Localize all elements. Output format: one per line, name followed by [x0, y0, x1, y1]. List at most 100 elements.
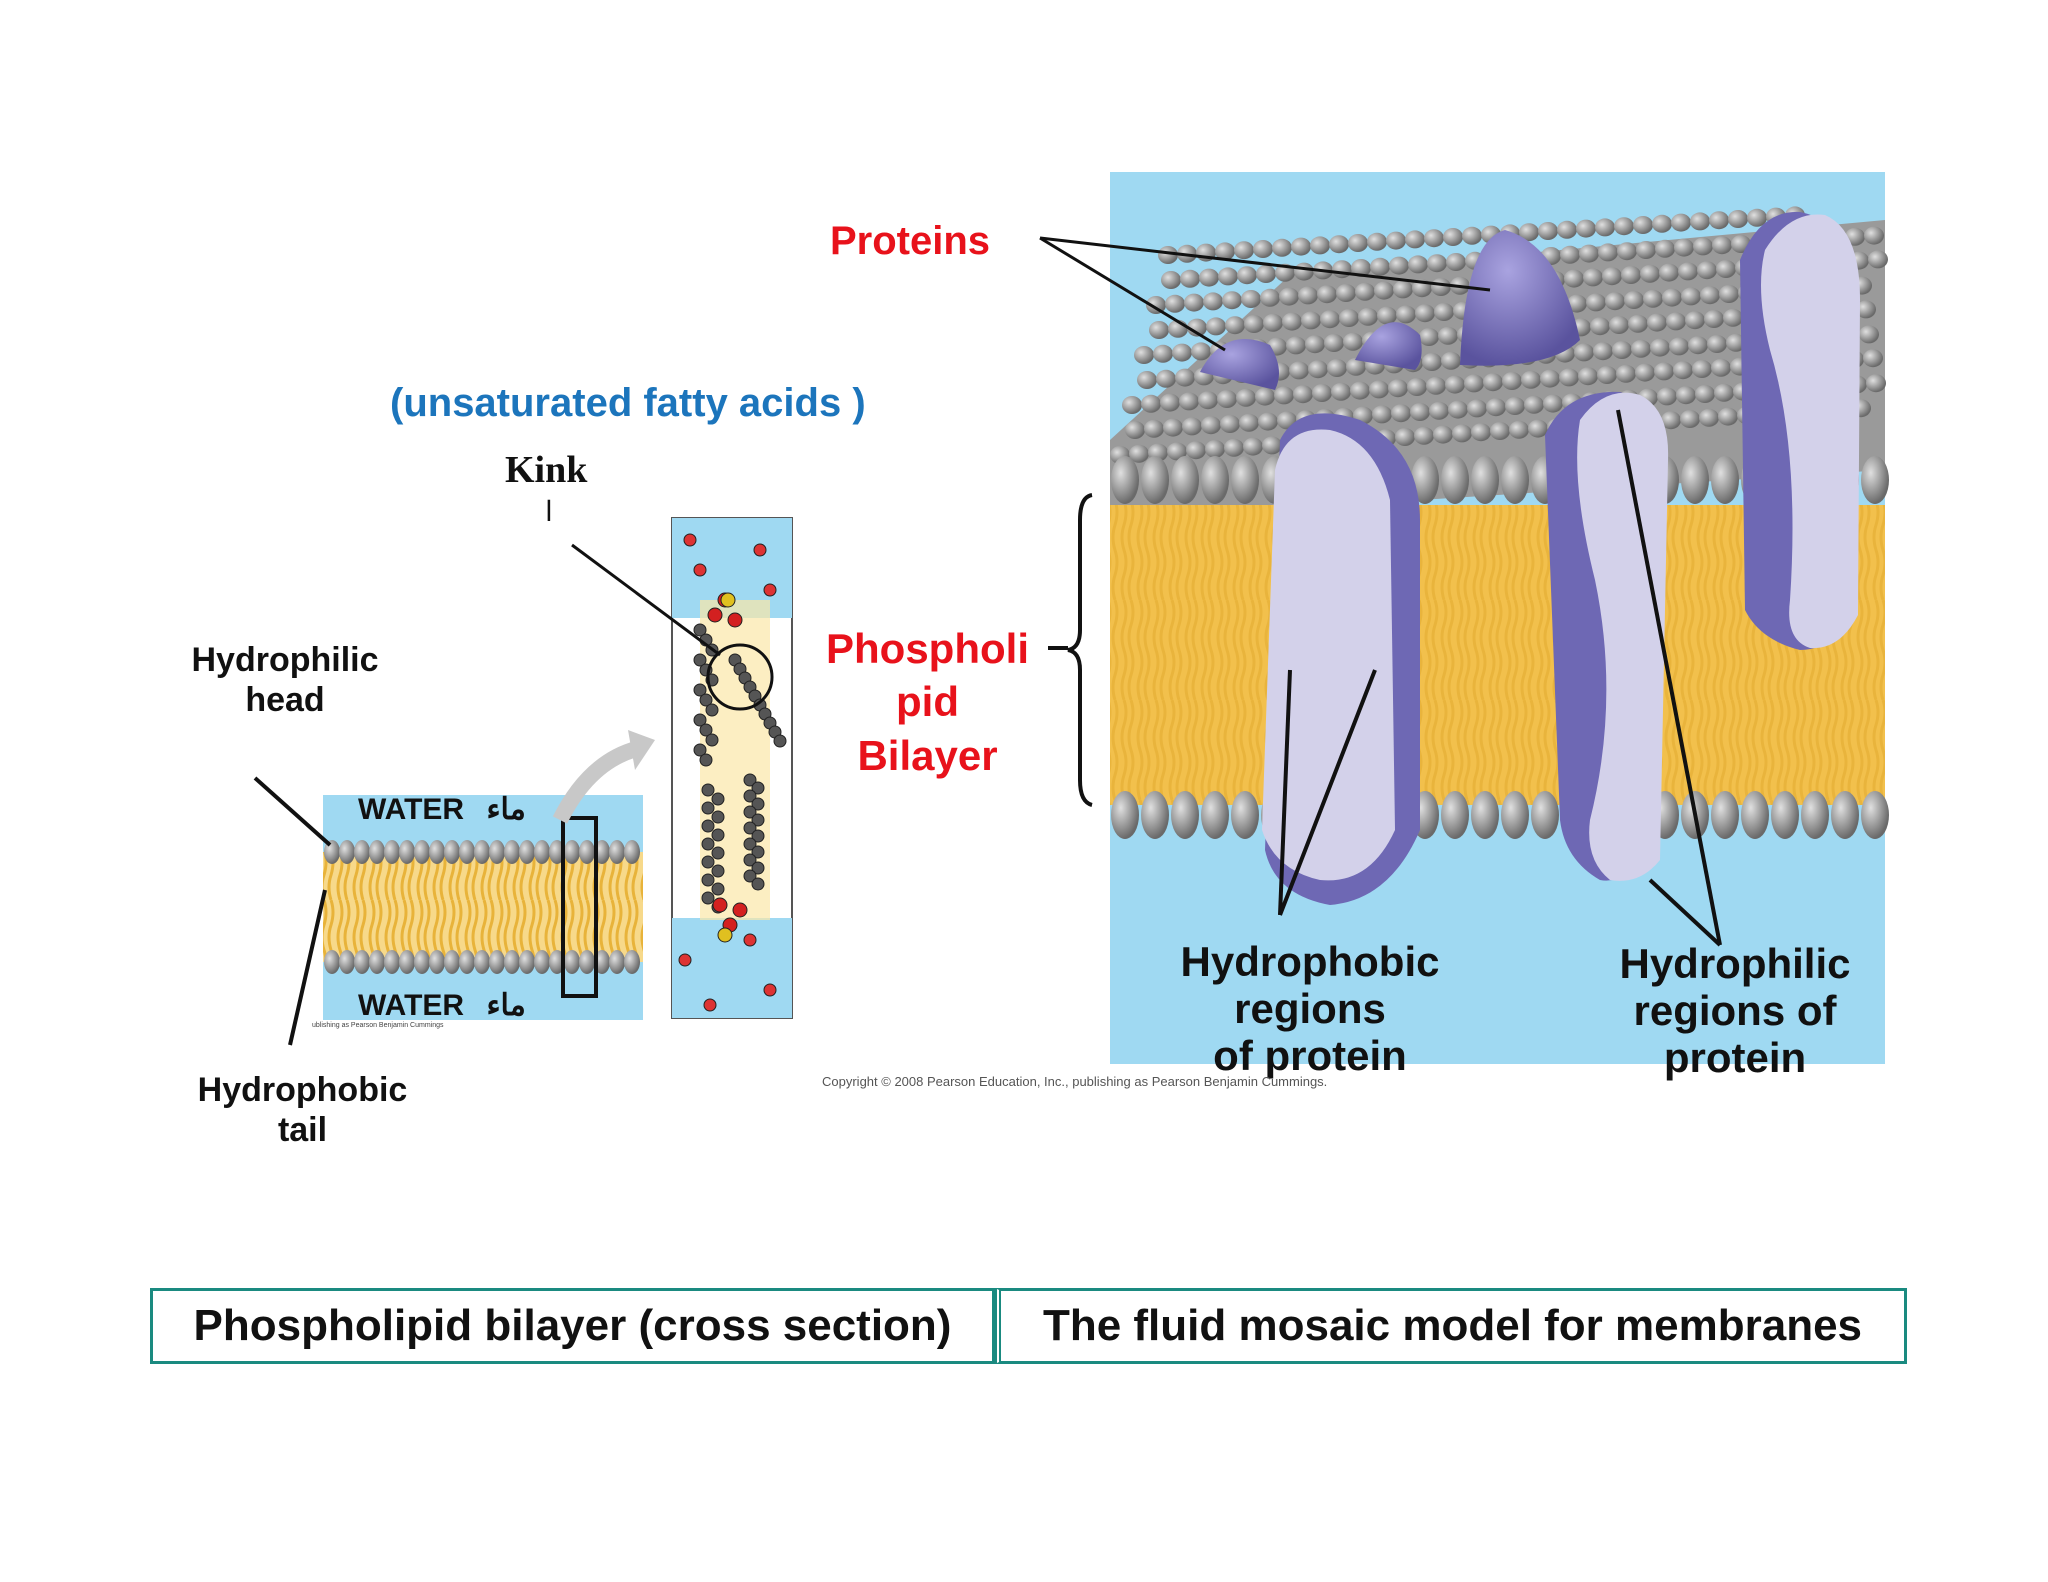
surface-head: [1282, 312, 1302, 331]
surface-head: [1253, 240, 1273, 258]
carbon-atom: [743, 773, 757, 787]
surface-head: [1521, 370, 1541, 389]
front-head: [1201, 456, 1229, 504]
surface-head: [1579, 244, 1599, 263]
hydrophilic-regions-line2: regions of: [1633, 987, 1837, 1035]
hydrophobic-tail-line1: Hydrophobic: [197, 1071, 408, 1109]
surface-head: [1163, 418, 1183, 437]
surface-head: [1182, 417, 1202, 436]
front-head: [1741, 791, 1769, 839]
oxygen-atom: [727, 612, 743, 628]
surface-head: [1370, 257, 1390, 276]
lipid-head: [399, 840, 415, 864]
small-protein-mid: [1355, 322, 1422, 370]
surface-head: [1483, 373, 1503, 392]
surface-head: [1222, 291, 1242, 310]
water-molecule: [693, 563, 707, 577]
surface-head: [1327, 359, 1347, 377]
surface-head: [1697, 261, 1717, 280]
lipid-head: [444, 950, 460, 974]
front-head: [1831, 791, 1859, 839]
surface-head: [1301, 311, 1321, 330]
kink-label: Kink: [505, 449, 588, 491]
surface-head: [1640, 264, 1660, 283]
front-head: [1231, 456, 1259, 504]
surface-head: [1234, 241, 1254, 260]
lipid-head: [414, 950, 430, 974]
surface-head: [1633, 216, 1653, 234]
front-head: [1441, 456, 1469, 504]
surface-head: [1699, 408, 1719, 427]
surface-head: [1408, 255, 1428, 274]
front-head: [1861, 456, 1889, 504]
surface-head: [1662, 288, 1682, 307]
surface-head: [1574, 343, 1594, 362]
front-head: [1141, 456, 1169, 504]
surface-head: [1410, 403, 1430, 421]
surface-head: [1462, 226, 1482, 245]
lipid-head: [534, 840, 550, 864]
surface-head: [1661, 411, 1681, 430]
surface-head: [1263, 313, 1283, 332]
surface-head: [1868, 250, 1888, 269]
surface-head: [1593, 342, 1613, 361]
surface-head: [1590, 317, 1610, 336]
water-bottom-label: WATER ماء: [358, 988, 526, 1023]
phospholipid-line1: Phospholi: [826, 625, 1029, 672]
surface-head: [1308, 360, 1328, 379]
carbon-atom: [701, 891, 715, 905]
surface-head: [1723, 308, 1743, 327]
front-head: [1711, 456, 1739, 504]
front-head: [1501, 791, 1529, 839]
hydrophilic-head-label: Hydrophilic head: [185, 640, 385, 720]
lipid-head: [564, 950, 580, 974]
water-bottom-text: WATER: [358, 989, 465, 1022]
lipid-head: [519, 950, 535, 974]
water-top-text: WATER: [358, 793, 465, 826]
carbon-atom: [751, 781, 765, 795]
surface-head: [1609, 316, 1629, 334]
surface-head: [1336, 284, 1356, 302]
surface-head: [1241, 290, 1261, 308]
lipid-head: [489, 950, 505, 974]
surface-head: [1505, 397, 1525, 415]
surface-head: [1279, 287, 1299, 306]
surface-head: [1191, 342, 1211, 361]
surface-head: [1205, 440, 1225, 458]
surface-head: [1557, 220, 1577, 239]
surface-head: [1122, 396, 1142, 414]
surface-head: [1669, 337, 1689, 356]
surface-head: [1201, 416, 1221, 435]
surface-head: [1407, 378, 1427, 396]
lipid-head: [504, 840, 520, 864]
front-head: [1111, 791, 1139, 839]
surface-head: [1129, 444, 1149, 463]
surface-head: [1671, 213, 1691, 232]
surface-head: [1206, 317, 1226, 336]
surface-head: [1256, 265, 1276, 283]
surface-head: [1415, 304, 1435, 323]
surface-head: [1471, 423, 1491, 442]
kink-arabic-label: ا: [545, 496, 553, 527]
surface-head: [1422, 353, 1442, 371]
surface-head: [1153, 344, 1173, 363]
surface-head: [1329, 235, 1349, 254]
surface-head: [1605, 292, 1625, 311]
surface-head: [1350, 381, 1370, 400]
surface-head: [1260, 288, 1280, 307]
surface-head: [1244, 315, 1264, 333]
lipid-head: [609, 840, 625, 864]
surface-head: [1355, 282, 1375, 301]
carbon-atom: [711, 810, 725, 824]
surface-head: [1286, 336, 1306, 355]
surface-head: [1346, 357, 1366, 376]
unsaturated-fatty-acids-label: (unsaturated fatty acids ): [390, 381, 866, 425]
surface-head: [1134, 346, 1154, 364]
lipid-head: [519, 840, 535, 864]
carbon-atom: [693, 713, 707, 727]
surface-head: [1351, 259, 1371, 277]
front-head: [1801, 791, 1829, 839]
lipid-head: [384, 840, 400, 864]
surface-head: [1429, 401, 1449, 420]
